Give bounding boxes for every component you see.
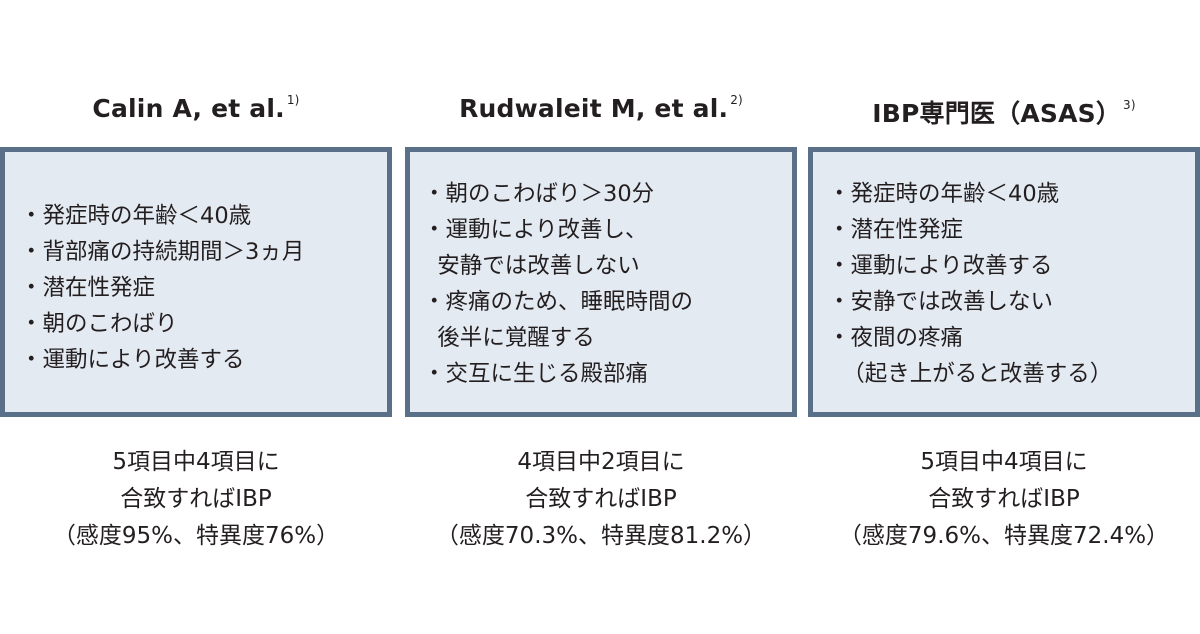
criteria-item: （起き上がると改善する）: [828, 361, 1113, 387]
summary-line: （感度79.6%、特異度72.4%）: [838, 523, 1170, 549]
criteria-item: ・朝のこわばり＞30分: [423, 181, 655, 207]
criteria-box: ・朝のこわばり＞30分 ・運動により改善し、 安静では改善しない ・疼痛のため、…: [405, 147, 797, 417]
criteria-item: 後半に覚醒する: [423, 325, 595, 351]
summary-text: 5項目中4項目に 合致すればIBP （感度95%、特異度76%）: [0, 444, 392, 555]
column-heading: Rudwaleit M, et al.2): [405, 92, 797, 123]
criteria-item: ・潜在性発症: [20, 275, 156, 301]
criteria-box: ・発症時の年齢＜40歳 ・背部痛の持続期間＞3ヵ月 ・潜在性発症 ・朝のこわばり…: [0, 147, 392, 417]
reference-number: 3): [1123, 97, 1136, 112]
criteria-item: ・発症時の年齢＜40歳: [20, 203, 252, 229]
criteria-item: 安静では改善しない: [423, 253, 640, 279]
heading-text: IBP専門医（ASAS）: [872, 99, 1122, 128]
summary-line: 4項目中2項目に: [517, 449, 685, 475]
heading-text: Calin A, et al.: [92, 94, 285, 123]
summary-line: （感度70.3%、特異度81.2%）: [435, 523, 767, 549]
criteria-item: ・夜間の疼痛: [828, 325, 964, 351]
criteria-column-calin: Calin A, et al.1) ・発症時の年齢＜40歳 ・背部痛の持続期間＞…: [0, 0, 392, 634]
criteria-item: ・交互に生じる殿部痛: [423, 361, 649, 387]
summary-line: （感度95%、特異度76%）: [52, 523, 340, 549]
criteria-item: ・運動により改善する: [20, 347, 245, 373]
reference-number: 1): [286, 92, 300, 107]
criteria-item: ・疼痛のため、睡眠時間の: [423, 289, 694, 315]
criteria-box: ・発症時の年齢＜40歳 ・潜在性発症 ・運動により改善する ・安静では改善しない…: [808, 147, 1200, 417]
criteria-item: ・安静では改善しない: [828, 289, 1054, 315]
summary-line: 5項目中4項目に: [920, 449, 1088, 475]
summary-line: 合致すればIBP: [120, 486, 272, 512]
criteria-item: ・朝のこわばり: [20, 311, 178, 337]
summary-text: 5項目中4項目に 合致すればIBP （感度79.6%、特異度72.4%）: [808, 444, 1200, 555]
criteria-item: ・潜在性発症: [828, 217, 964, 243]
criteria-item: ・運動により改善する: [828, 253, 1053, 279]
summary-line: 5項目中4項目に: [112, 449, 280, 475]
criteria-column-asas: IBP専門医（ASAS）3) ・発症時の年齢＜40歳 ・潜在性発症 ・運動により…: [808, 0, 1200, 634]
summary-line: 合致すればIBP: [928, 486, 1080, 512]
heading-text: Rudwaleit M, et al.: [459, 94, 729, 123]
column-heading: IBP専門医（ASAS）3): [808, 94, 1200, 130]
reference-number: 2): [730, 92, 743, 107]
criteria-list: ・朝のこわばり＞30分 ・運動により改善し、 安静では改善しない ・疼痛のため、…: [423, 176, 786, 392]
criteria-column-rudwaleit: Rudwaleit M, et al.2) ・朝のこわばり＞30分 ・運動により…: [405, 0, 797, 634]
criteria-item: ・背部痛の持続期間＞3ヵ月: [20, 239, 305, 265]
summary-line: 合致すればIBP: [525, 486, 677, 512]
criteria-item: ・発症時の年齢＜40歳: [828, 181, 1060, 207]
criteria-item: ・運動により改善し、: [423, 217, 648, 243]
column-heading: Calin A, et al.1): [0, 92, 392, 123]
criteria-list: ・発症時の年齢＜40歳 ・背部痛の持続期間＞3ヵ月 ・潜在性発症 ・朝のこわばり…: [20, 198, 381, 378]
summary-text: 4項目中2項目に 合致すればIBP （感度70.3%、特異度81.2%）: [405, 444, 797, 555]
criteria-list: ・発症時の年齢＜40歳 ・潜在性発症 ・運動により改善する ・安静では改善しない…: [828, 176, 1189, 392]
